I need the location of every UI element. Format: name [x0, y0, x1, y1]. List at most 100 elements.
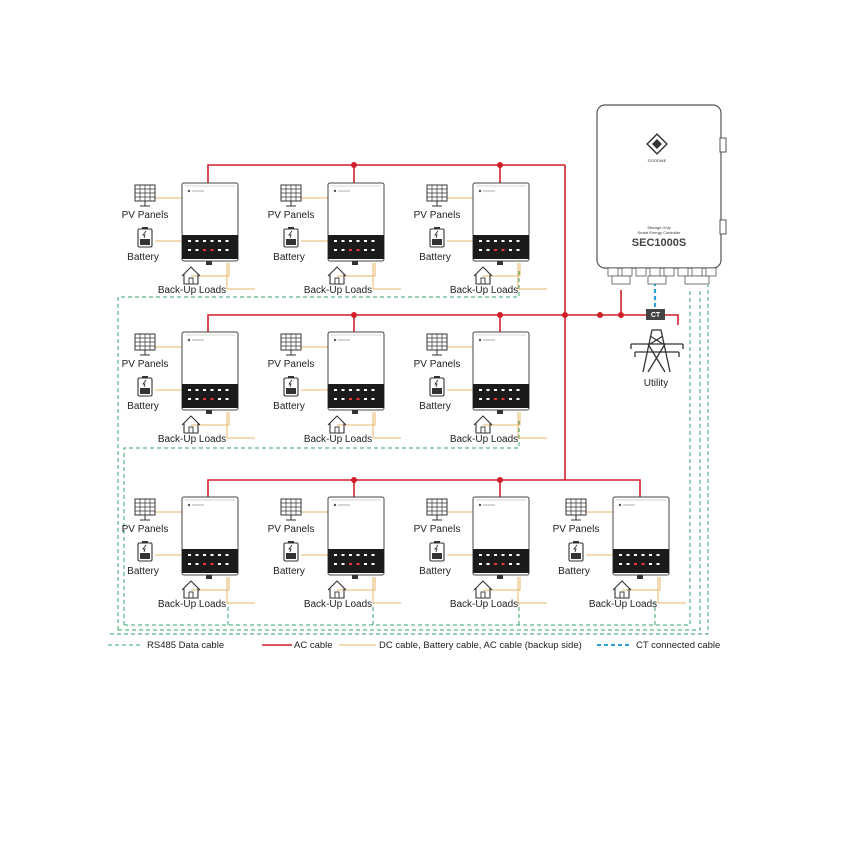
battery-label: Battery: [127, 566, 159, 577]
inverter: [181, 496, 239, 579]
solar-panel-icon: [426, 184, 448, 207]
battery-icon: [283, 541, 299, 562]
house-icon: [181, 266, 201, 285]
backup-loads-label: Back-Up Loads: [158, 599, 226, 610]
battery-icon: [137, 376, 153, 397]
solar-panel-icon: [134, 184, 156, 207]
controller-subtitle-2: Smart Energy Controller: [638, 230, 682, 235]
house-icon: [612, 580, 632, 599]
pv-panels-label: PV Panels: [414, 359, 461, 370]
pv-panels-label: PV Panels: [414, 210, 461, 221]
ct-sensor: [646, 309, 665, 320]
ct-label: CT: [651, 312, 661, 319]
legend-ac-label: AC cable: [294, 640, 333, 651]
inverter: [327, 331, 385, 414]
solar-panel-icon: [280, 184, 302, 207]
legend-dc-label: DC cable, Battery cable, AC cable (backu…: [379, 640, 582, 651]
battery-icon: [283, 376, 299, 397]
solar-panel-icon: [134, 333, 156, 356]
house-icon: [181, 415, 201, 434]
backup-loads-label: Back-Up Loads: [450, 599, 518, 610]
house-icon: [473, 580, 493, 599]
house-icon: [473, 266, 493, 285]
smart-energy-controller: GOODWE Storage Only Smart Energy Control…: [596, 104, 727, 285]
inverter: [181, 182, 239, 265]
battery-label: Battery: [419, 401, 451, 412]
legend-item-ac: AC cable: [262, 640, 333, 651]
rs485-cable-network: [110, 270, 709, 635]
battery-label: Battery: [127, 252, 159, 263]
battery-icon: [429, 227, 445, 248]
legend-item-rs485: RS485 Data cable: [108, 640, 224, 651]
solar-panel-icon: [426, 333, 448, 356]
backup-loads-label: Back-Up Loads: [304, 285, 372, 296]
house-icon: [473, 415, 493, 434]
legend-item-dc: DC cable, Battery cable, AC cable (backu…: [339, 640, 582, 651]
pv-panels-label: PV Panels: [414, 524, 461, 535]
house-icon: [327, 580, 347, 599]
legend-item-ct: CT connected cable: [597, 640, 720, 651]
backup-loads-label: Back-Up Loads: [158, 434, 226, 445]
legend-rs485-label: RS485 Data cable: [147, 640, 224, 651]
ct-cable: CT: [646, 282, 665, 320]
battery-icon: [137, 227, 153, 248]
battery-label: Battery: [419, 252, 451, 263]
pv-panels-label: PV Panels: [122, 524, 169, 535]
controller-brand: GOODWE: [648, 158, 667, 163]
backup-loads-label: Back-Up Loads: [158, 285, 226, 296]
legend-ct-label: CT connected cable: [636, 640, 720, 651]
backup-loads-label: Back-Up Loads: [304, 434, 372, 445]
inverter: [472, 331, 530, 414]
inverter: [472, 496, 530, 579]
backup-loads-label: Back-Up Loads: [589, 599, 657, 610]
inverter: [612, 496, 670, 579]
power-tower-icon: [630, 329, 684, 373]
battery-icon: [429, 541, 445, 562]
battery-icon: [137, 541, 153, 562]
solar-panel-icon: [280, 333, 302, 356]
controller-model: SEC1000S: [632, 237, 686, 249]
battery-icon: [568, 541, 584, 562]
inverter: [472, 182, 530, 265]
pv-panels-label: PV Panels: [553, 524, 600, 535]
pv-panels-label: PV Panels: [268, 359, 315, 370]
utility-grid: Utility: [630, 329, 684, 389]
battery-label: Battery: [558, 566, 590, 577]
house-icon: [327, 415, 347, 434]
battery-label: Battery: [273, 401, 305, 412]
pv-panels-label: PV Panels: [268, 524, 315, 535]
solar-panel-icon: [565, 498, 587, 521]
battery-label: Battery: [127, 401, 159, 412]
pv-panels-label: PV Panels: [122, 210, 169, 221]
ac-cable-network: [207, 162, 679, 497]
pv-panels-label: PV Panels: [268, 210, 315, 221]
battery-icon: [283, 227, 299, 248]
legend: RS485 Data cable AC cable DC cable, Batt…: [108, 640, 720, 651]
battery-label: Battery: [419, 566, 451, 577]
inverter: [181, 331, 239, 414]
inverter: [327, 182, 385, 265]
solar-panel-icon: [280, 498, 302, 521]
controller-cable-glands: [607, 267, 717, 285]
goodwe-logo-icon: [646, 133, 668, 155]
battery-label: Battery: [273, 566, 305, 577]
backup-loads-label: Back-Up Loads: [450, 285, 518, 296]
solar-panel-icon: [426, 498, 448, 521]
controller-subtitle-1: Storage Only: [647, 225, 670, 230]
utility-label: Utility: [644, 378, 668, 389]
house-icon: [327, 266, 347, 285]
backup-loads-label: Back-Up Loads: [304, 599, 372, 610]
battery-icon: [429, 376, 445, 397]
house-icon: [181, 580, 201, 599]
